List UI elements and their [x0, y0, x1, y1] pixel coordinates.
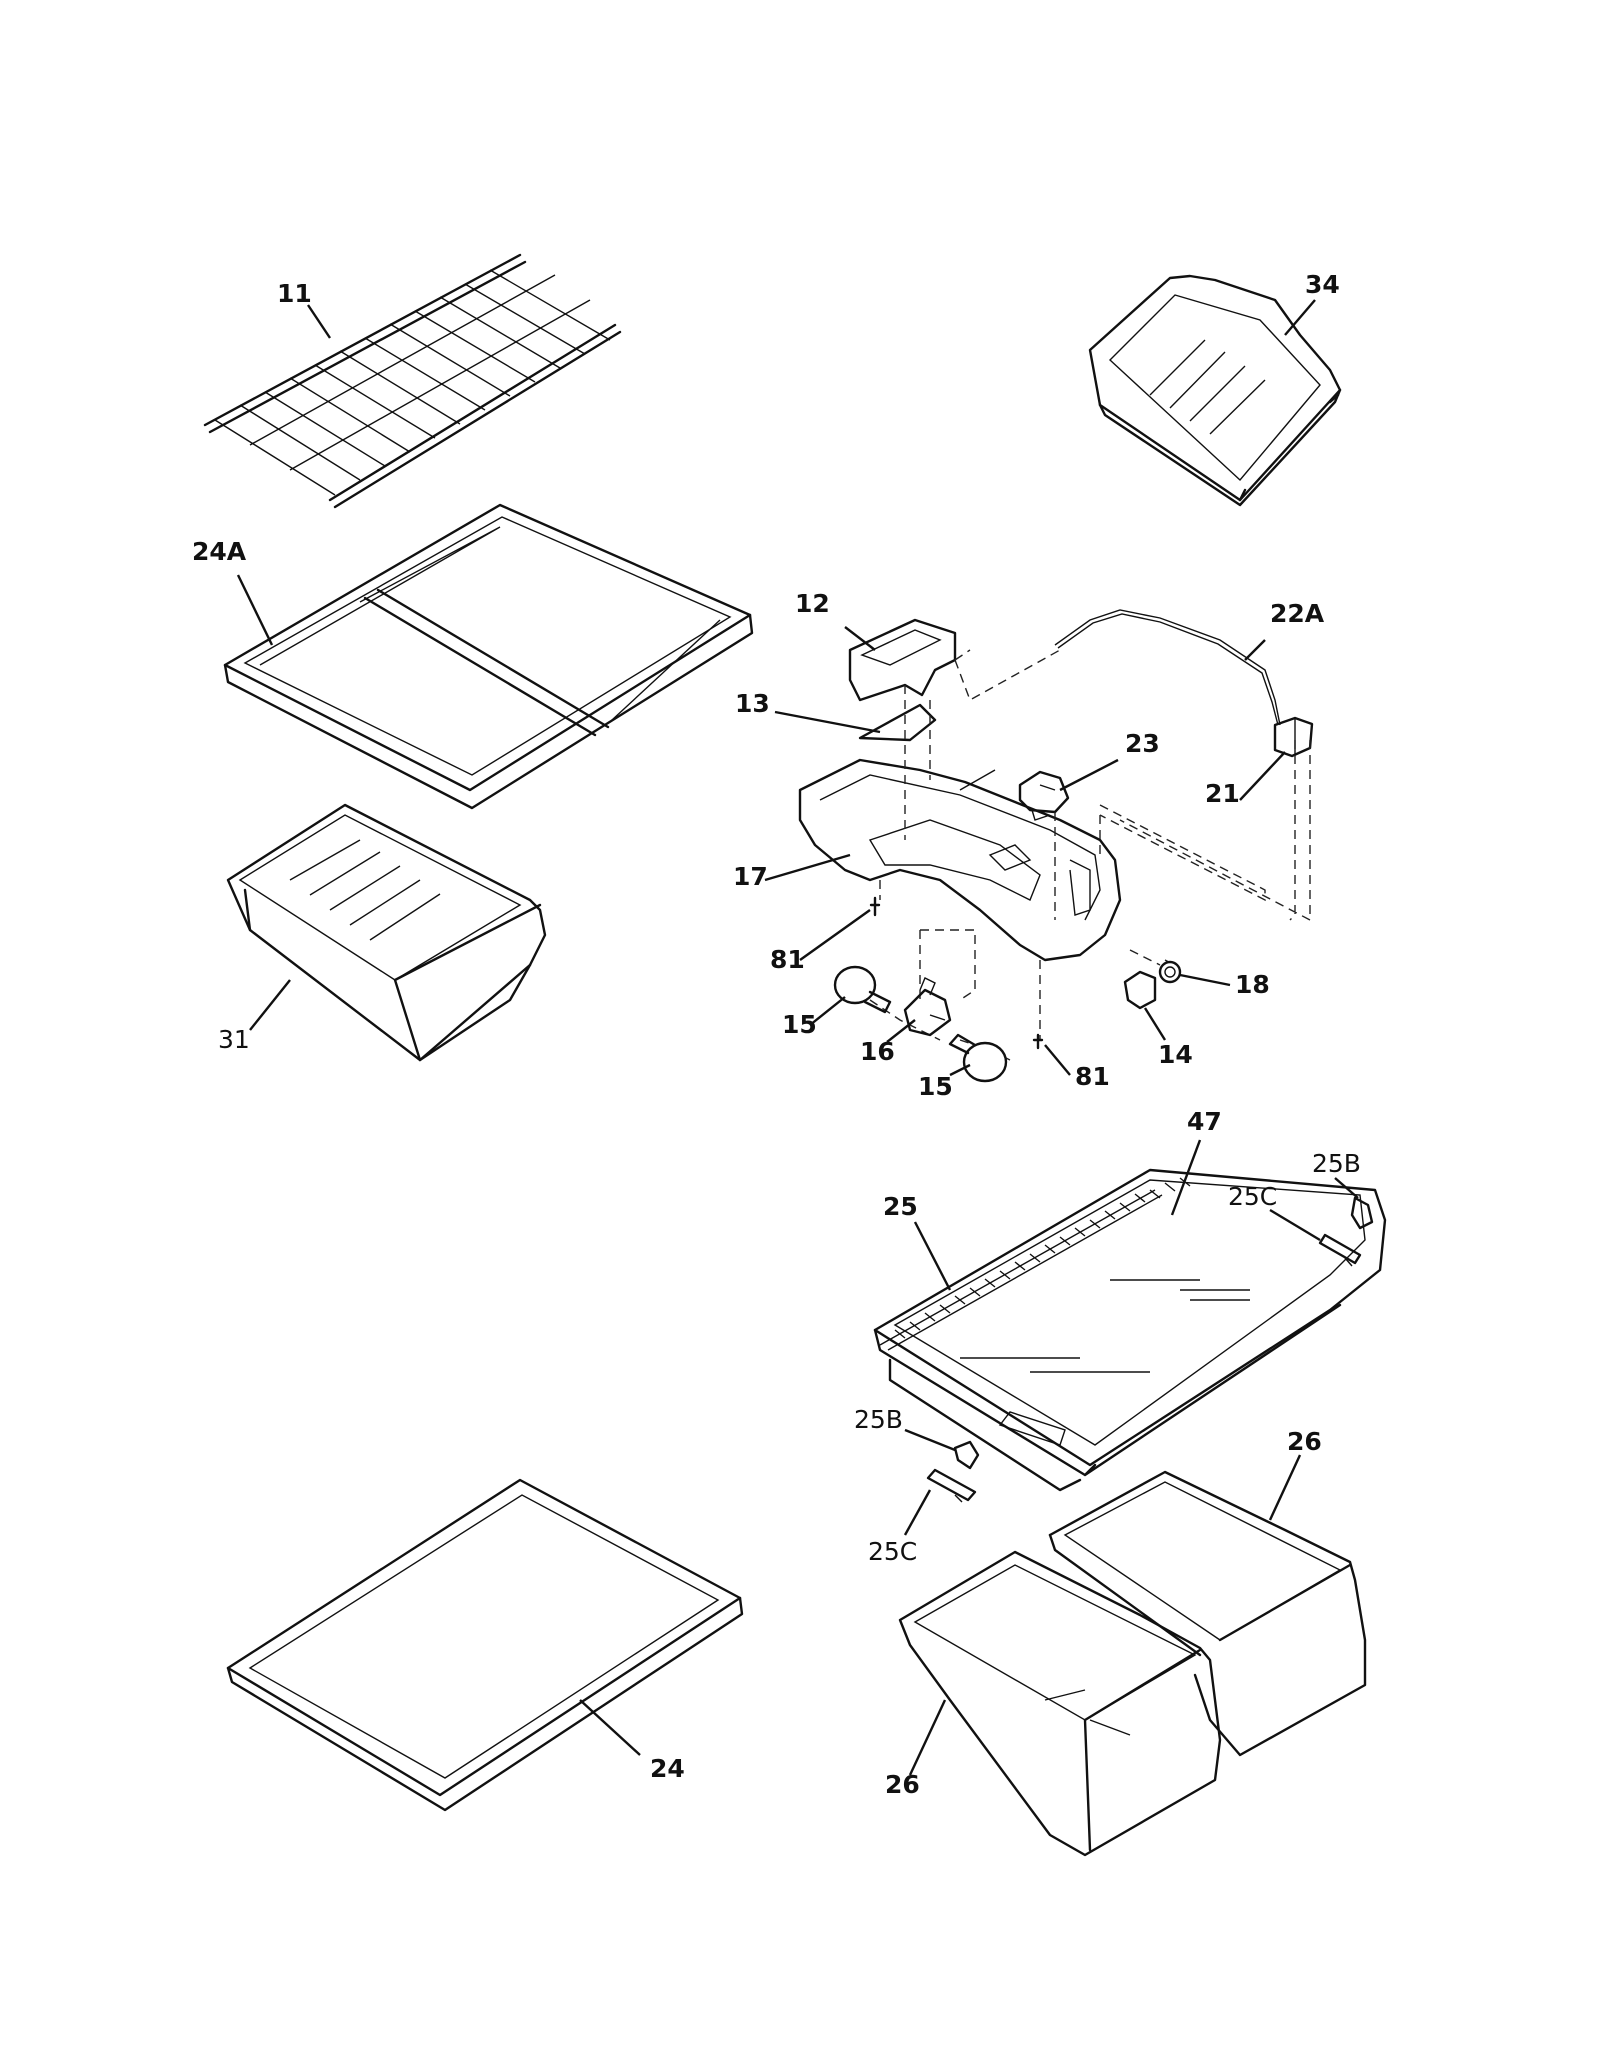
label-31: 31 — [218, 1025, 250, 1054]
part-25C-rail-top — [1318, 1233, 1362, 1267]
part-25B-clip-bottom — [953, 1440, 980, 1470]
part-25-crisper-cover-frame — [873, 1168, 1387, 1492]
label-81-upper: 81 — [770, 945, 805, 974]
label-25C-top: 25C — [1228, 1182, 1277, 1211]
part-23-switch — [1018, 770, 1070, 821]
callout-labels: 11 34 24A 12 22A 13 23 21 17 81 18 31 15… — [192, 270, 1361, 1799]
part-25B-clip-top — [1350, 1196, 1374, 1230]
label-15-upper: 15 — [782, 1010, 817, 1039]
label-26-left: 26 — [885, 1770, 920, 1799]
label-81-lower: 81 — [1075, 1062, 1110, 1091]
label-18: 18 — [1235, 970, 1270, 999]
label-21: 21 — [1205, 779, 1240, 808]
part-17-light-housing — [798, 758, 1122, 962]
part-16-socket — [903, 977, 952, 1037]
label-25C-bottom: 25C — [868, 1537, 917, 1566]
part-21-connector — [1273, 716, 1314, 758]
part-47-glass-insert — [960, 1279, 1250, 1373]
part-15-bulb-upper — [833, 965, 892, 1014]
part-81-screw-lower — [1032, 1033, 1044, 1050]
label-24: 24 — [650, 1754, 685, 1783]
label-34: 34 — [1305, 270, 1340, 299]
label-22A: 22A — [1270, 599, 1325, 628]
label-25B-bottom: 25B — [854, 1405, 903, 1434]
part-18-button — [1158, 960, 1182, 984]
part-13-lens — [858, 703, 937, 742]
label-24A: 24A — [192, 537, 247, 566]
leader-lines — [236, 299, 1359, 1776]
part-15-bulb-lower — [948, 1033, 1008, 1083]
part-26-drawer-right — [1048, 1470, 1367, 1757]
part-34-bin — [1088, 274, 1342, 507]
label-26-right: 26 — [1287, 1427, 1322, 1456]
part-31-crisper-bin — [226, 803, 547, 1062]
part-81-screw-upper — [869, 896, 881, 917]
part-24A-glass-shelf — [223, 503, 754, 810]
label-16: 16 — [860, 1037, 895, 1066]
part-22A-wire-harness — [1054, 609, 1281, 726]
label-17: 17 — [733, 862, 768, 891]
label-23: 23 — [1125, 729, 1160, 758]
part-25C-rail-bottom — [926, 1468, 977, 1503]
label-11: 11 — [277, 279, 312, 308]
label-25: 25 — [883, 1192, 918, 1221]
label-12: 12 — [795, 589, 830, 618]
part-12-light-shield — [848, 618, 957, 702]
part-26-drawer-left — [898, 1550, 1222, 1857]
label-13: 13 — [735, 689, 770, 718]
label-25B-top: 25B — [1312, 1149, 1361, 1178]
part-14-switch — [1123, 970, 1157, 1010]
part-24-glass-shelf — [226, 1478, 744, 1812]
part-11-wire-shelf — [203, 253, 622, 509]
label-14: 14 — [1158, 1040, 1193, 1069]
label-47: 47 — [1187, 1107, 1222, 1136]
label-15-lower: 15 — [918, 1072, 953, 1101]
